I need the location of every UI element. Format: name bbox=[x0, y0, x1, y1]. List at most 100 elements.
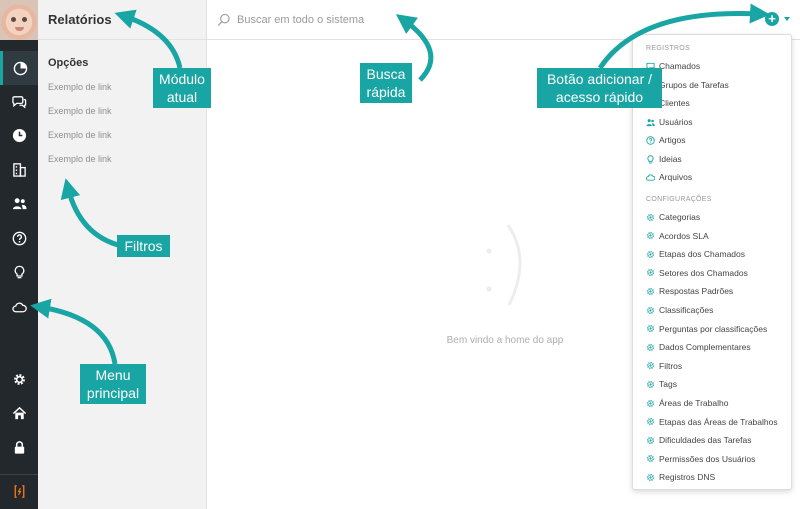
cloud-icon bbox=[646, 173, 655, 181]
menu-item-reports[interactable] bbox=[0, 51, 38, 85]
help-circle-icon bbox=[646, 135, 655, 145]
dropdown-config-item[interactable]: Perguntas por classificações bbox=[646, 322, 767, 336]
dropdown-section-configuracoes: Configurações bbox=[646, 196, 712, 203]
dropdown-item-label: Tags bbox=[659, 379, 677, 390]
filters-heading: Opções bbox=[48, 57, 89, 69]
callout-botao-adicionar: Botão adicionar / acesso rápido bbox=[537, 68, 662, 108]
gear-icon bbox=[646, 213, 655, 222]
menu-item-users[interactable] bbox=[0, 186, 38, 220]
gear-icon bbox=[646, 306, 655, 315]
dropdown-config-item[interactable]: Dificuldades das Tarefas bbox=[646, 433, 751, 447]
dropdown-item-label: Classificações bbox=[659, 305, 714, 315]
dropdown-item-arquivos[interactable]: Arquivos bbox=[646, 170, 692, 184]
dropdown-config-item[interactable]: Acordos SLA bbox=[646, 229, 709, 243]
dropdown-config-item[interactable]: Etapas das Áreas de Trabalhos bbox=[646, 415, 778, 429]
callout-menu-principal: Menu principal bbox=[80, 364, 146, 404]
dropdown-item-label: Setores dos Chamados bbox=[659, 267, 748, 278]
dropdown-item-label: Categorias bbox=[659, 212, 701, 222]
callout-modulo-atual: Módulo atual bbox=[153, 68, 211, 108]
gear-icon bbox=[646, 250, 655, 259]
dropdown-item-label: Artigos bbox=[659, 135, 686, 145]
dropdown-item-label: Chamados bbox=[659, 61, 701, 71]
lock-icon bbox=[14, 440, 24, 454]
dropdown-item-label: Etapas das Áreas de Trabalhos bbox=[659, 416, 778, 427]
menu-item-clients[interactable] bbox=[0, 152, 38, 186]
dropdown-item-label: Respostas Padrões bbox=[659, 286, 734, 297]
filters-panel: Relatórios Opções Exemplo de link Exempl… bbox=[38, 0, 207, 509]
users-icon bbox=[12, 197, 27, 209]
dropdown-item-label: Filtros bbox=[659, 360, 683, 371]
dropdown-item-label: Clientes bbox=[659, 98, 690, 108]
gear-icon bbox=[646, 380, 655, 389]
gear-icon bbox=[646, 287, 655, 296]
gear-icon bbox=[646, 361, 655, 370]
dropdown-item-label: Dificuldades das Tarefas bbox=[659, 435, 752, 446]
dropdown-item-label: Permissões dos Usuários bbox=[659, 453, 756, 464]
menu-item-files[interactable] bbox=[0, 290, 38, 324]
avatar-mouth bbox=[15, 27, 24, 31]
search-icon bbox=[217, 13, 230, 26]
building-icon bbox=[12, 162, 26, 177]
gear-icon bbox=[13, 373, 25, 385]
main-menu-rail bbox=[0, 0, 38, 509]
dropdown-config-item[interactable]: Filtros bbox=[646, 359, 682, 373]
avatar-eye bbox=[22, 17, 27, 22]
dropdown-item-usuarios[interactable]: Usuários bbox=[646, 115, 693, 129]
dropdown-item-label: Perguntas por classificações bbox=[659, 323, 768, 334]
module-header: Relatórios bbox=[38, 0, 206, 40]
dropdown-config-item[interactable]: Áreas de Trabalho bbox=[646, 396, 728, 410]
pie-chart-icon bbox=[13, 61, 28, 75]
gear-icon bbox=[646, 417, 655, 426]
menu-item-time[interactable] bbox=[0, 118, 38, 152]
cloud-icon bbox=[11, 302, 27, 312]
dropdown-item-label: Etapas dos Chamados bbox=[659, 249, 745, 260]
welcome-message: Bem vindo a home do app bbox=[446, 335, 564, 346]
dropdown-config-item[interactable]: Dados Complementares bbox=[646, 340, 751, 354]
menu-item-help[interactable] bbox=[0, 221, 38, 255]
dropdown-config-item[interactable]: Registros DNS bbox=[646, 470, 715, 484]
chevron-down-icon[interactable] bbox=[784, 17, 790, 21]
dropdown-item-label: Grupos de Tarefas bbox=[659, 80, 729, 90]
dropdown-section-registros: Registros bbox=[646, 45, 690, 52]
gear-icon bbox=[646, 231, 655, 240]
menu-item-tickets[interactable] bbox=[0, 84, 38, 118]
dropdown-config-item[interactable]: Categorias bbox=[646, 210, 700, 224]
global-search-input[interactable] bbox=[237, 9, 537, 31]
gear-icon bbox=[646, 343, 655, 352]
quick-add-button[interactable]: + bbox=[765, 12, 779, 26]
filter-link[interactable]: Exemplo de link bbox=[48, 130, 112, 140]
menu-item-brand[interactable] bbox=[0, 474, 38, 508]
clock-icon bbox=[12, 128, 26, 142]
module-title: Relatórios bbox=[48, 12, 112, 27]
lightbulb-icon bbox=[14, 265, 24, 278]
gear-icon bbox=[646, 399, 655, 408]
menu-item-home[interactable] bbox=[0, 396, 38, 430]
gear-icon bbox=[646, 454, 655, 463]
dropdown-config-item[interactable]: Setores dos Chamados bbox=[646, 266, 748, 280]
dropdown-config-item[interactable]: Etapas dos Chamados bbox=[646, 247, 745, 261]
menu-item-lock[interactable] bbox=[0, 430, 38, 464]
filter-link[interactable]: Exemplo de link bbox=[48, 106, 112, 116]
menu-item-settings[interactable] bbox=[0, 362, 38, 396]
gear-icon bbox=[646, 473, 655, 482]
dropdown-item-artigos[interactable]: Artigos bbox=[646, 133, 685, 147]
dropdown-item-label: Usuários bbox=[659, 117, 693, 127]
dropdown-config-item[interactable]: Classificações bbox=[646, 303, 713, 317]
filter-link[interactable]: Exemplo de link bbox=[48, 82, 112, 92]
home-icon bbox=[12, 406, 26, 419]
dropdown-item-ideias[interactable]: Ideias bbox=[646, 152, 682, 166]
dropdown-config-item[interactable]: Tags bbox=[646, 377, 677, 391]
avatar[interactable] bbox=[0, 0, 38, 40]
top-bar bbox=[207, 0, 800, 40]
dropdown-item-label: Áreas de Trabalho bbox=[659, 398, 729, 408]
dropdown-item-label: Acordos SLA bbox=[659, 230, 709, 241]
lightbulb-icon bbox=[647, 154, 654, 164]
callout-busca-rapida: Busca rápida bbox=[360, 63, 412, 103]
dropdown-config-item[interactable]: Permissões dos Usuários bbox=[646, 452, 755, 466]
filter-link[interactable]: Exemplo de link bbox=[48, 154, 112, 164]
dropdown-item-label: Registros DNS bbox=[659, 472, 716, 483]
menu-item-ideas[interactable] bbox=[0, 255, 38, 289]
dropdown-config-item[interactable]: Respostas Padrões bbox=[646, 284, 733, 298]
avatar-eye bbox=[11, 17, 16, 22]
gear-icon bbox=[646, 436, 655, 445]
